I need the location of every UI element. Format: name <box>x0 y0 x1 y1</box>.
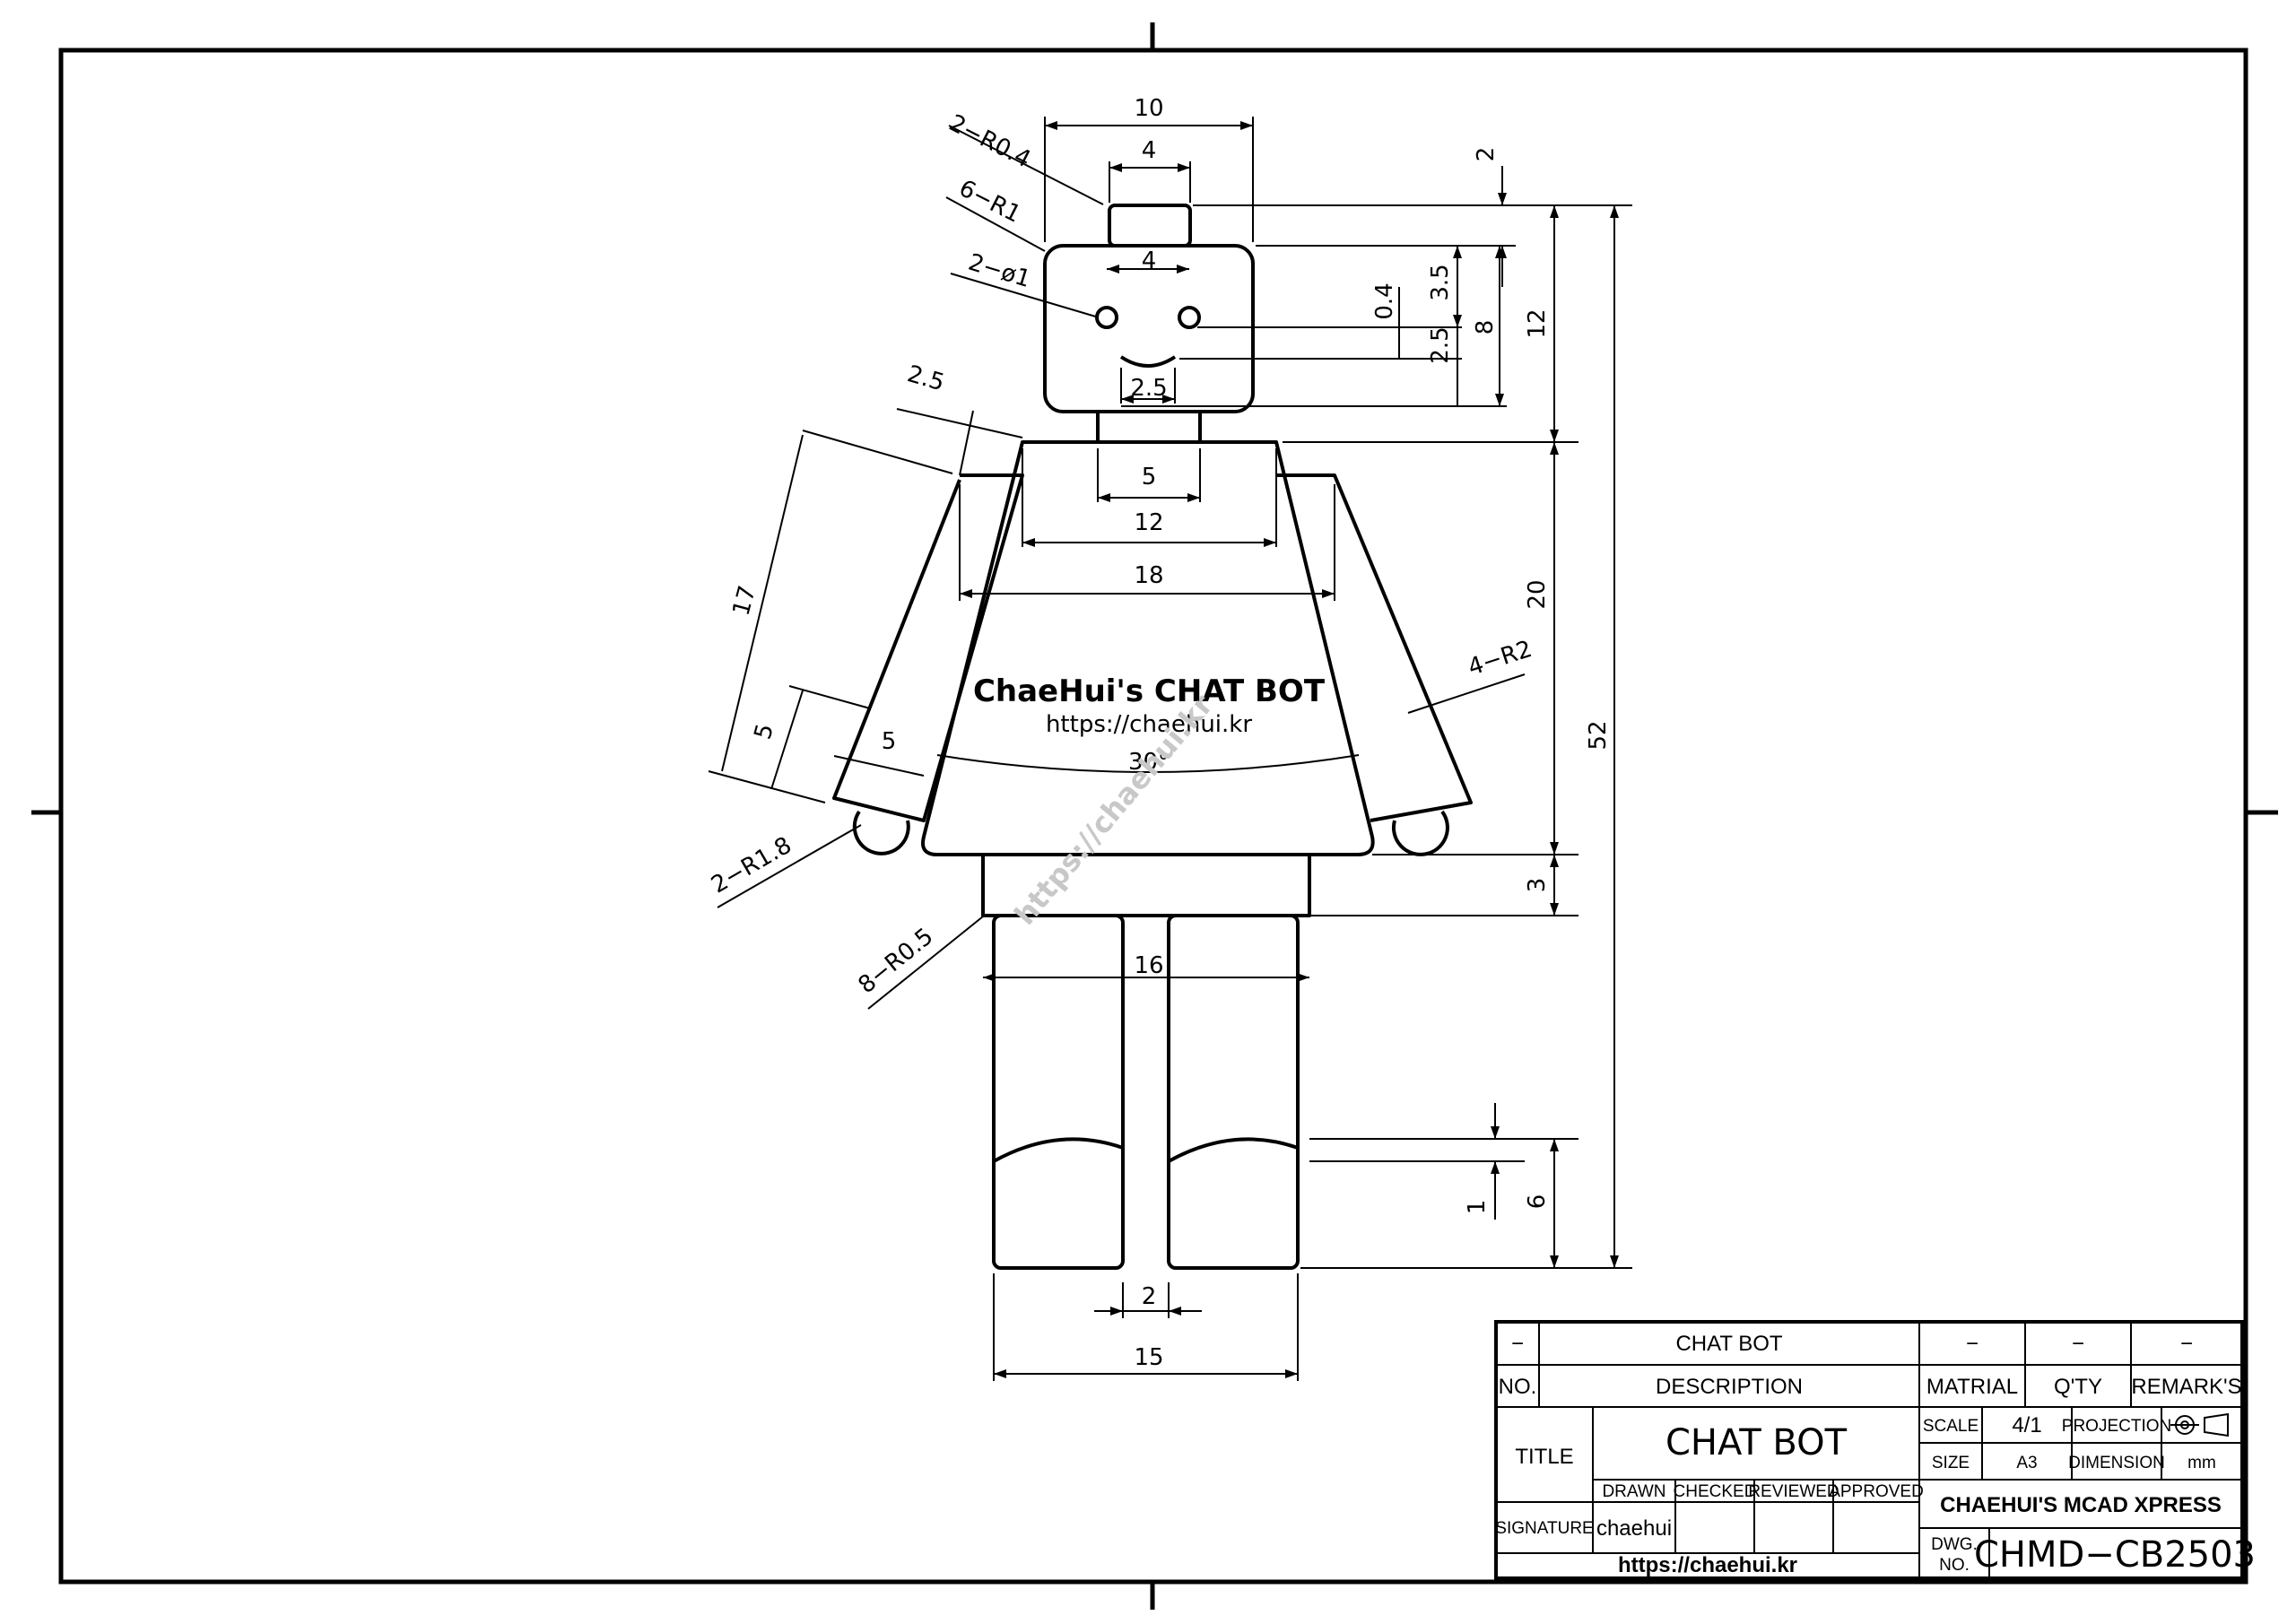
header-qty: Q'TY <box>2054 1375 2102 1399</box>
dim-cuff-width: 5 <box>882 728 897 755</box>
dim-belt-height: 3 <box>1524 878 1551 893</box>
dimension-label: DIMENSION <box>2068 1454 2165 1472</box>
dim-torso-height: 20 <box>1524 579 1551 609</box>
header-desc: DESCRIPTION <box>1656 1375 1803 1399</box>
robot-mouth <box>1119 355 1177 368</box>
robot-hand-right <box>1391 810 1449 856</box>
checked-label: CHECKED <box>1674 1482 1757 1501</box>
header-mat: MATRIAL <box>1926 1375 2018 1399</box>
robot-eye-right <box>1178 306 1201 329</box>
robot-shoe-left <box>993 1137 1124 1163</box>
row1-qty: − <box>2072 1332 2084 1356</box>
robot-leg-right <box>1167 914 1300 1270</box>
dim-shoe-arc: 1 <box>1464 1200 1491 1215</box>
dim-arm-width: 5 <box>750 721 779 743</box>
dim-torso-bottom: 18 <box>1134 562 1163 589</box>
robot-arm-right <box>1276 473 1473 822</box>
size-label: SIZE <box>1932 1454 1970 1472</box>
dim-mouth-width: 2.5 <box>1130 375 1167 402</box>
dim-arm-gap: 2.5 <box>904 360 947 396</box>
row1-no: − <box>1511 1332 1524 1356</box>
dim-leg-gap: 2 <box>1142 1283 1157 1310</box>
signature-value: chaehui <box>1596 1516 1672 1541</box>
robot-arm-left <box>832 473 1024 822</box>
robot-eye-left <box>1095 306 1118 329</box>
dim-feet-width: 15 <box>1134 1344 1163 1371</box>
chest-url: https://chaehui.kr <box>1046 711 1252 738</box>
robot-shoe-right <box>1168 1137 1299 1163</box>
robot-antenna <box>1108 204 1192 248</box>
approved-label: APPROVED <box>1829 1482 1924 1501</box>
robot-leg-left <box>992 914 1125 1270</box>
company: CHAEHUI'S MCAD XPRESS <box>1940 1493 2222 1517</box>
arrowheads <box>960 121 1619 1378</box>
dim-eye-to-top: 3.5 <box>1427 264 1454 300</box>
row1-rem: − <box>2180 1332 2193 1356</box>
note-r04: 2−R0.4 <box>944 109 1035 173</box>
drawing-frame <box>31 22 2278 1610</box>
signature-label: SIGNATURE <box>1495 1519 1593 1538</box>
note-phi1: 2−ø1 <box>965 249 1033 293</box>
robot-belt <box>981 853 1311 917</box>
dimension-lines <box>708 117 1632 1381</box>
row1-desc: CHAT BOT <box>1675 1332 1782 1356</box>
row1-mat: − <box>1966 1332 1979 1356</box>
robot-neck <box>1096 410 1202 444</box>
drawn-label: DRAWN <box>1602 1482 1665 1501</box>
reviewed-label: REVIEWED <box>1748 1482 1839 1501</box>
title-block-texts: − CHAT BOT − − − NO. DESCRIPTION MATRIAL… <box>1495 1332 2256 1577</box>
robot-torso <box>921 440 1375 856</box>
dim-shoe-height: 6 <box>1524 1194 1551 1210</box>
dwg-no-label-1: DWG. <box>1931 1535 1978 1554</box>
header-no: NO. <box>1499 1375 1537 1399</box>
dim-antenna-height: 2 <box>1473 147 1500 162</box>
size-value: A3 <box>2016 1454 2037 1472</box>
title-block <box>1494 1320 2244 1580</box>
robot-hand-left <box>852 810 910 855</box>
scale-value: 4/1 <box>2012 1413 2041 1437</box>
title-value: CHAT BOT <box>1665 1422 1848 1463</box>
dimension-value: mm <box>2187 1454 2216 1472</box>
dim-eye-spacing: 4 <box>1142 248 1157 274</box>
dim-top-width: 10 <box>1134 95 1163 122</box>
note-r05: 8−R0.5 <box>854 923 939 999</box>
header-rem: REMARK'S <box>2131 1375 2241 1399</box>
title-label: TITLE <box>1515 1445 1573 1469</box>
dim-overall-height: 52 <box>1585 720 1612 750</box>
dwg-no-label-2: NO. <box>1939 1556 1970 1575</box>
dim-neck-width: 5 <box>1142 464 1157 491</box>
dim-head-total: 12 <box>1524 308 1551 338</box>
scale-label: SCALE <box>1923 1417 1979 1436</box>
dim-head-inner: 8 <box>1472 320 1499 335</box>
dim-arm-length: 17 <box>728 583 762 619</box>
dim-legs-width: 16 <box>1134 952 1163 979</box>
chest-title: ChaeHui's CHAT BOT <box>973 673 1326 709</box>
dwg-no: CHMD−CB2503 <box>1974 1534 2256 1576</box>
dim-angle: 30° <box>1128 749 1170 776</box>
website: https://chaehui.kr <box>1618 1553 1797 1577</box>
projection-symbol-icon <box>2170 1412 2229 1437</box>
dim-antenna-width: 4 <box>1142 137 1157 164</box>
dim-eye-to-mouth: 2.5 <box>1427 326 1454 363</box>
dim-eye-offset: 0.4 <box>1371 282 1398 319</box>
projection-label: PROJECTION <box>2062 1417 2171 1436</box>
dim-torso-top: 12 <box>1134 509 1163 536</box>
